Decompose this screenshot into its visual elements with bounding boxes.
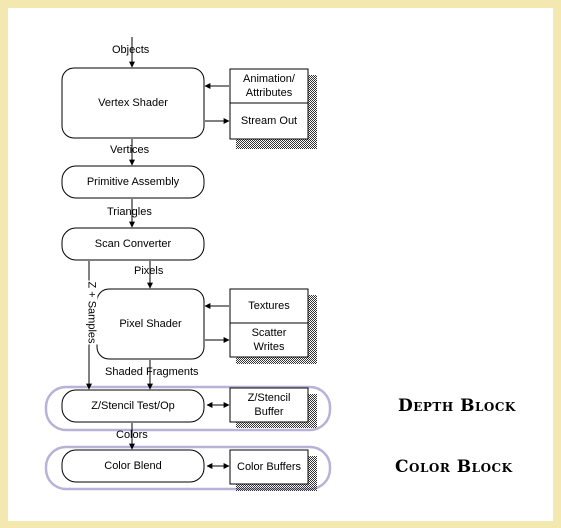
primitive-assembly-node — [61, 165, 205, 199]
scan-converter-node — [61, 227, 205, 261]
stream-out-label: Stream Out — [240, 115, 298, 127]
vertex-shader-node — [61, 67, 205, 139]
scatter-writes-box — [229, 322, 309, 358]
color-buffers-label: Color Buffers — [237, 461, 301, 473]
textures-label: Textures — [248, 300, 290, 312]
stream-out-box — [229, 102, 309, 140]
color-blend-node — [61, 449, 205, 483]
scatter-writes-line-2: Writes — [253, 341, 285, 353]
color-block-title: Color Block — [395, 457, 513, 477]
label-triangles: Triangles — [107, 206, 152, 218]
z-stencil-buffer-box — [229, 387, 309, 423]
color-blend-label: Color Blend — [104, 460, 162, 472]
primitive-assembly-label: Primitive Assembly — [86, 176, 180, 188]
scatter-writes-label: Scatter Writes — [230, 323, 308, 357]
depth-block-title: Depth Block — [398, 396, 516, 416]
label-vertices: Vertices — [110, 144, 150, 156]
z-stencil-buffer-line-2: Buffer — [254, 406, 284, 418]
label-shaded-fragments: Shaded Fragments — [105, 366, 199, 378]
color-buffers-box — [229, 449, 309, 485]
pixel-shader-label: Pixel Shader — [119, 318, 182, 330]
label-colors: Colors — [116, 429, 148, 441]
z-stencil-buffer-label: Z/Stencil Buffer — [230, 388, 308, 422]
scatter-writes-line-1: Scatter — [251, 327, 287, 339]
label-z-samples: Z + Samples — [84, 280, 98, 345]
z-stencil-test-label: Z/Stencil Test/Op — [91, 400, 175, 412]
label-objects: Objects — [112, 44, 150, 56]
vertex-shader-label: Vertex Shader — [98, 97, 168, 109]
depth-block-outline — [44, 385, 332, 432]
z-stencil-buffer-line-1: Z/Stencil — [247, 392, 291, 404]
z-stencil-test-node — [61, 389, 205, 423]
animation-attributes-line-2: Attributes — [245, 87, 293, 99]
animation-attributes-label: Animation/ Attributes — [230, 69, 308, 103]
color-block-outline — [44, 445, 332, 491]
label-pixels: Pixels — [134, 265, 164, 277]
animation-attributes-line-1: Animation/ — [243, 73, 295, 85]
scan-converter-label: Scan Converter — [94, 238, 172, 250]
